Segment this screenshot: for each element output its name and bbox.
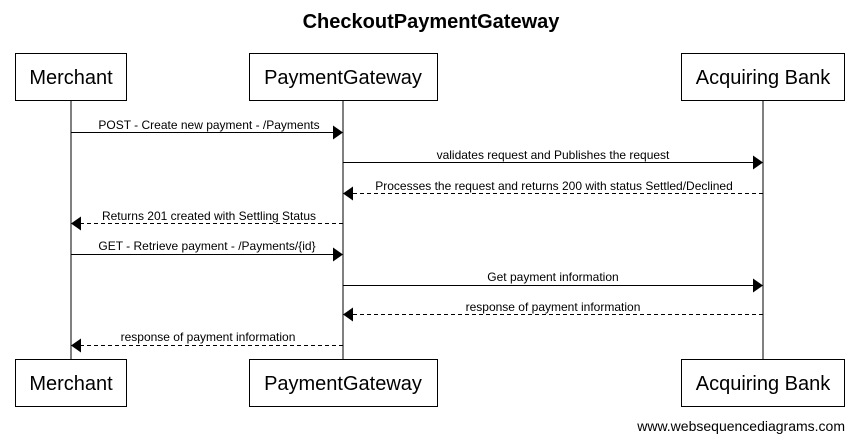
arrowhead: [71, 216, 81, 231]
participant-merchant-top: Merchant: [15, 53, 127, 101]
message-label: response of payment information: [121, 330, 296, 344]
participant-gateway-top: PaymentGateway: [249, 53, 438, 101]
participants-top: Merchant PaymentGateway Acquiring Bank: [15, 53, 845, 101]
participant-bank-label: Acquiring Bank: [696, 373, 832, 395]
message-create-payment: POST - Create new payment - /Payments: [71, 118, 343, 140]
participant-merchant-label: Merchant: [29, 67, 113, 89]
message-response-merchant: response of payment information: [71, 330, 343, 353]
message-process-return: Processes the request and returns 200 wi…: [343, 179, 763, 201]
arrowhead: [753, 155, 763, 170]
watermark-link[interactable]: www.websequencediagrams.com: [636, 418, 845, 434]
message-label: response of payment information: [466, 300, 641, 314]
arrowhead: [343, 186, 353, 201]
participant-gateway-label: PaymentGateway: [264, 67, 422, 89]
message-label: POST - Create new payment - /Payments: [98, 118, 319, 132]
message-label: GET - Retrieve payment - /Payments/{id}: [98, 239, 315, 253]
arrowhead: [333, 125, 343, 140]
arrowhead: [333, 247, 343, 262]
message-validate-publish: validates request and Publishes the requ…: [343, 148, 763, 170]
message-label: Returns 201 created with Settling Status: [102, 209, 316, 223]
message-label: validates request and Publishes the requ…: [437, 148, 670, 162]
participant-gateway-label: PaymentGateway: [264, 373, 422, 395]
participant-merchant-label: Merchant: [29, 373, 113, 395]
message-get-payment-info: Get payment information: [343, 270, 763, 293]
message-response-bank: response of payment information: [343, 300, 763, 322]
message-get-payment: GET - Retrieve payment - /Payments/{id}: [71, 239, 343, 262]
message-label: Get payment information: [487, 270, 618, 284]
participant-gateway-bottom: PaymentGateway: [249, 359, 438, 407]
participant-merchant-bottom: Merchant: [15, 359, 127, 407]
messages: POST - Create new payment - /Payments va…: [71, 118, 763, 353]
message-label: Processes the request and returns 200 wi…: [375, 179, 733, 193]
arrowhead: [753, 278, 763, 293]
message-returns-201: Returns 201 created with Settling Status: [71, 209, 343, 231]
diagram-title: CheckoutPaymentGateway: [303, 11, 561, 33]
participant-bank-top: Acquiring Bank: [681, 53, 845, 101]
arrowhead: [343, 307, 353, 322]
participant-bank-bottom: Acquiring Bank: [681, 359, 845, 407]
participant-bank-label: Acquiring Bank: [696, 67, 832, 89]
arrowhead: [71, 338, 81, 353]
lifelines: [70, 101, 764, 359]
participants-bottom: Merchant PaymentGateway Acquiring Bank: [15, 359, 845, 407]
